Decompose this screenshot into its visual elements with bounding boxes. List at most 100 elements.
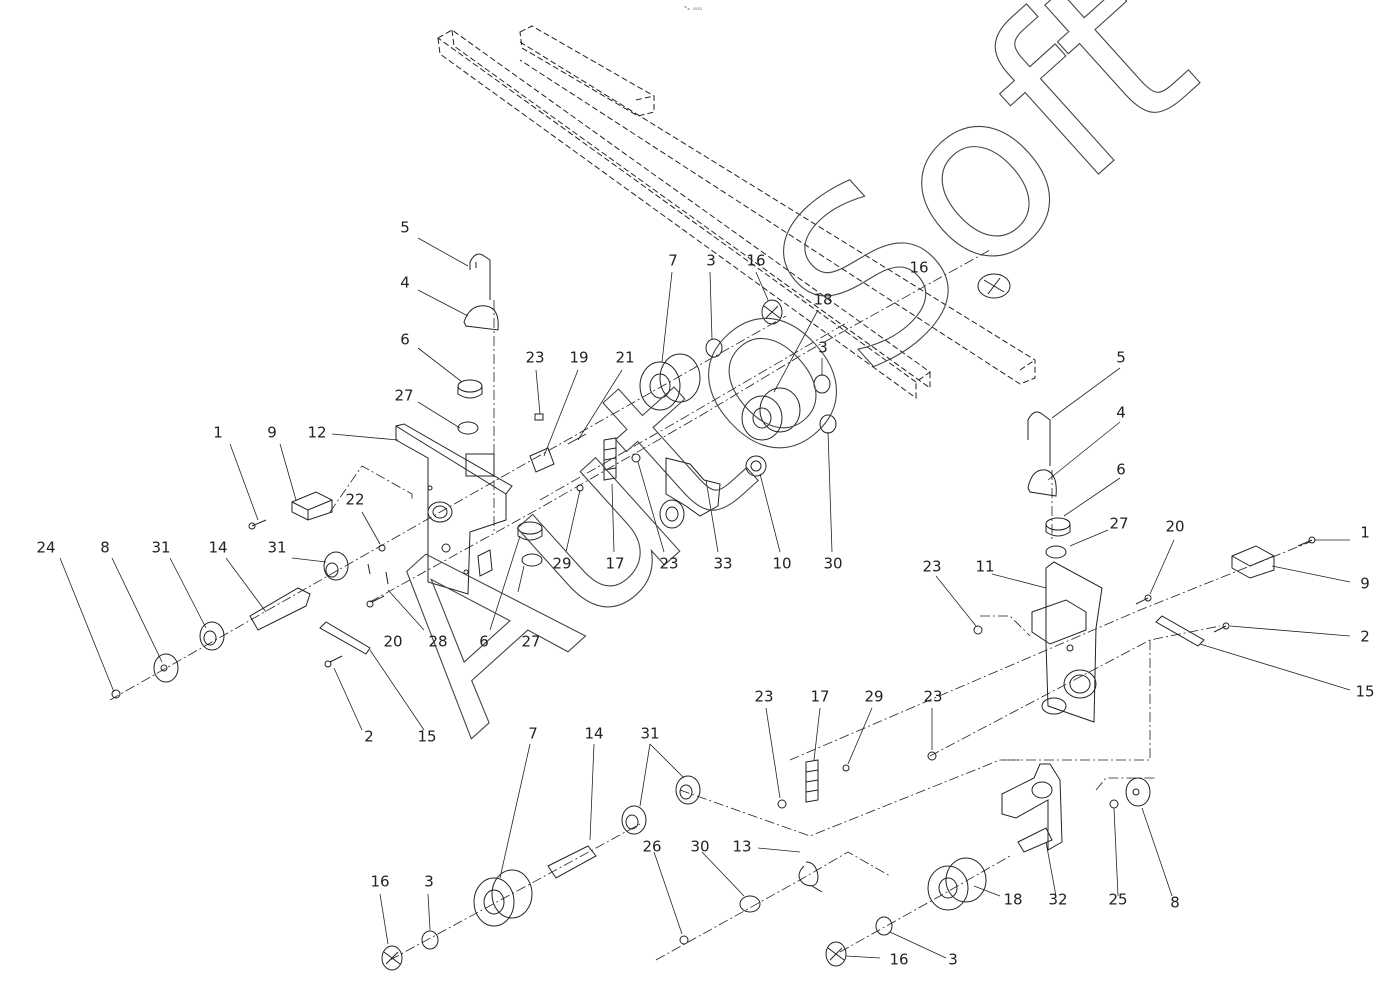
part-label: 31 xyxy=(267,538,287,557)
part-label: 2 xyxy=(364,727,374,746)
cap-4-right xyxy=(1027,469,1057,497)
part-label: 6 xyxy=(479,632,489,651)
part-label: 16 xyxy=(909,258,929,277)
leader-lines xyxy=(59,237,1351,959)
bearing-31-lower-left xyxy=(199,621,225,651)
part-label: 29 xyxy=(552,554,572,573)
part-label: 23 xyxy=(922,557,942,576)
washer-30-lower xyxy=(739,895,761,913)
roller-7-lower xyxy=(473,869,533,927)
nut-29-lower xyxy=(842,764,850,772)
bracket-32 xyxy=(1001,763,1063,853)
part-label: 10 xyxy=(772,554,792,573)
screw-2-right xyxy=(1213,622,1230,633)
oring-27-right xyxy=(1045,545,1067,559)
part-label: 11 xyxy=(975,557,995,576)
bolt-20-left xyxy=(366,595,385,608)
part-label: 31 xyxy=(151,538,171,557)
part-label: 32 xyxy=(1048,890,1068,909)
spring-10 xyxy=(745,455,767,477)
part-label: 27 xyxy=(521,632,541,651)
washer-3-upper xyxy=(705,338,723,358)
oring-27-mid xyxy=(521,553,543,567)
part-label: 3 xyxy=(948,950,958,969)
oring-27-left xyxy=(457,421,479,435)
part-label: 22 xyxy=(345,490,365,509)
spring-pin-17-upper xyxy=(603,437,617,481)
washer-3-lower-right xyxy=(875,916,893,936)
washer-8-right xyxy=(1125,777,1151,807)
frame-rail-upper xyxy=(437,29,931,399)
screw-1-left xyxy=(248,519,267,530)
part-label: 3 xyxy=(706,251,716,270)
part-label: 25 xyxy=(1108,890,1128,909)
part-label: 31 xyxy=(640,724,660,743)
drawing-code: ⁰₀ ▫▫▫ xyxy=(684,6,703,12)
clip-24 xyxy=(111,689,121,699)
bearing-31-b-lower xyxy=(675,775,701,805)
part-label: 23 xyxy=(923,687,943,706)
part-label: 27 xyxy=(1109,514,1129,533)
part-label: 15 xyxy=(1355,682,1375,701)
pin-28 xyxy=(367,563,389,585)
part-label: 23 xyxy=(659,554,679,573)
part-label: 23 xyxy=(754,687,774,706)
spring-pin-17-lower xyxy=(805,759,819,803)
nut-23-e xyxy=(927,751,937,761)
bracket-33 xyxy=(659,457,721,529)
plug-6-mid xyxy=(517,521,543,541)
part-label: 28 xyxy=(428,632,448,651)
part-label: 9 xyxy=(1360,574,1370,593)
part-label: 29 xyxy=(864,687,884,706)
roller-18-lower xyxy=(927,857,987,911)
part-label: 1 xyxy=(1360,523,1370,542)
strap-15-right xyxy=(1155,615,1205,647)
nut-23-a xyxy=(534,413,544,421)
pin-21 xyxy=(567,433,587,445)
plug-6-right xyxy=(1045,517,1071,537)
washer-30-upper xyxy=(819,414,837,434)
part-label: 17 xyxy=(605,554,625,573)
nut-22 xyxy=(378,544,386,552)
washer-3-lower-left xyxy=(421,930,439,950)
retainer-16-lower-left xyxy=(381,945,403,971)
part-label: 20 xyxy=(383,632,403,651)
retainer-16-lower-right xyxy=(825,941,847,967)
washer-8-left xyxy=(153,653,179,683)
part-label: 6 xyxy=(400,330,410,349)
part-label: 5 xyxy=(1116,348,1126,367)
screw-2-left xyxy=(324,655,343,668)
part-label: 3 xyxy=(818,338,828,357)
shaft-14-left xyxy=(249,587,311,631)
part-label: 18 xyxy=(1003,890,1023,909)
strap-15-left xyxy=(319,621,371,655)
bushing-19 xyxy=(529,447,555,473)
part-label: 1 xyxy=(213,423,223,442)
dist-16-top xyxy=(977,273,1011,299)
nut-23-c xyxy=(973,625,983,635)
part-label: 17 xyxy=(810,687,830,706)
part-label: 12 xyxy=(307,423,327,442)
block-9-left xyxy=(291,491,333,521)
part-label: 33 xyxy=(713,554,733,573)
part-label: 16 xyxy=(889,950,909,969)
bearing-31-a-lower xyxy=(621,805,647,835)
part-label: 7 xyxy=(528,724,538,743)
left-mount-plate-12 xyxy=(395,423,513,595)
part-label: 16 xyxy=(746,251,766,270)
clip-26 xyxy=(679,935,689,945)
plug-6-left xyxy=(457,379,483,399)
part-label: 13 xyxy=(732,837,752,856)
part-label: 7 xyxy=(668,251,678,270)
part-label: 2 xyxy=(1360,627,1370,646)
part-label: 15 xyxy=(417,727,437,746)
right-mount-plate-11 xyxy=(1031,561,1103,723)
screw-1-right xyxy=(1297,536,1316,547)
part-label: 30 xyxy=(823,554,843,573)
part-label: 8 xyxy=(100,538,110,557)
block-9-right xyxy=(1231,545,1275,579)
part-label: 26 xyxy=(642,837,662,856)
part-label: 16 xyxy=(370,872,390,891)
pin-5-left xyxy=(469,253,491,300)
part-label: 14 xyxy=(584,724,604,743)
